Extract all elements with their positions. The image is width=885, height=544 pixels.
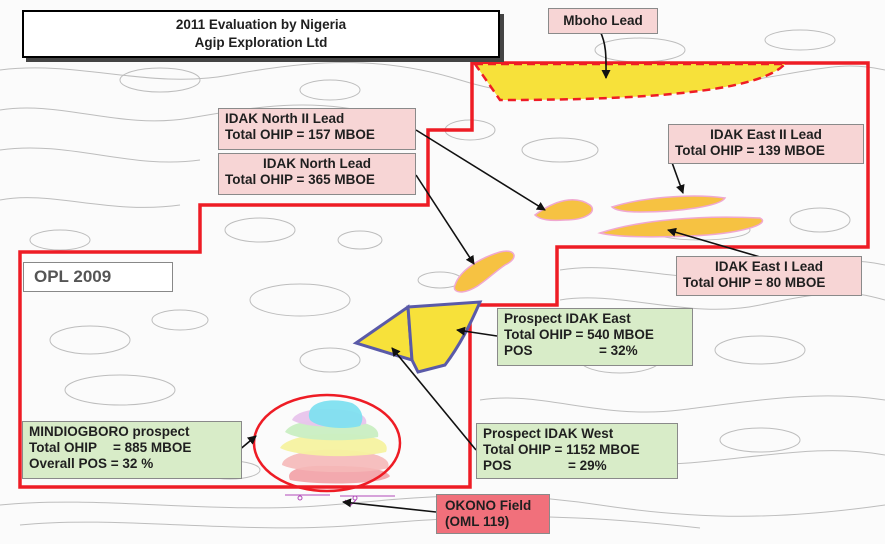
mindiogboro-prospect-name: MINDIOGBORO prospect (29, 424, 190, 439)
prospect-idak-west-area (352, 304, 414, 363)
idak-east-1-lead-label: IDAK East I Lead Total OHIP = 80 MBOE (676, 256, 862, 296)
idak-north-2-lead-ohip: Total OHIP = 157 MBOE (225, 127, 375, 142)
prospect-idak-west-pos-label: POS (483, 458, 512, 473)
opl-block-boundary (18, 61, 870, 489)
mboho-lead-name: Mboho Lead (563, 13, 643, 28)
map-title-line-1: 2011 Evaluation by Nigeria (175, 17, 347, 32)
idak-east-1-lead-name: IDAK East I Lead (714, 259, 824, 274)
idak-north-2-lead-label: IDAK North II Lead Total OHIP = 157 MBOE (218, 108, 416, 150)
okono-field-label: OKONO Field (OML 119) (436, 494, 550, 534)
mindiogboro-ohip-label: Total OHIP (29, 440, 98, 455)
mboho-lead-label: Mboho Lead (548, 8, 658, 34)
prospect-idak-east-ohip: Total OHIP = 540 MBOE (504, 327, 654, 342)
prospect-idak-east-area (406, 300, 483, 374)
idak-east-2-lead-name: IDAK East II Lead (710, 127, 822, 142)
pointer-arrows (237, 30, 761, 513)
prospect-idak-east-name: Prospect IDAK East (504, 311, 631, 326)
prospect-idak-west-label: Prospect IDAK West Total OHIP = 1152 MBO… (476, 423, 678, 479)
prospect-idak-east-pos-label: POS (504, 343, 533, 358)
prospect-idak-west-pos-value: = 29% (568, 458, 607, 473)
idak-east-2-lead-area (610, 195, 727, 213)
idak-east-1-lead-ohip: Total OHIP = 80 MBOE (683, 275, 826, 290)
idak-east-2-lead-label: IDAK East II Lead Total OHIP = 139 MBOE (668, 124, 864, 164)
prospect-idak-west-name: Prospect IDAK West (483, 426, 614, 441)
mboho-lead-area (472, 62, 788, 102)
idak-north-2-lead-name: IDAK North II Lead (225, 111, 345, 126)
map-title-line-2: Agip Exploration Ltd (194, 35, 328, 50)
okono-field-licence: (OML 119) (445, 514, 510, 529)
idak-north-2-lead-area (533, 199, 594, 222)
mindiogboro-pos: Overall POS = 32 % (29, 456, 154, 471)
idak-east-1-lead-area (597, 216, 764, 238)
opl-block-label: OPL 2009 (23, 262, 173, 292)
prospect-idak-west-ohip: Total OHIP = 1152 MBOE (483, 442, 640, 457)
idak-east-2-lead-ohip: Total OHIP = 139 MBOE (675, 143, 825, 158)
idak-north-lead-label: IDAK North Lead Total OHIP = 365 MBOE (218, 153, 416, 195)
idak-north-lead-ohip: Total OHIP = 365 MBOE (225, 172, 375, 187)
mindiogboro-ohip-value: = 885 MBOE (113, 440, 192, 455)
okono-field-name: OKONO Field (445, 498, 532, 513)
mindiogboro-prospect-area (280, 400, 390, 484)
idak-north-lead-name: IDAK North Lead (263, 156, 371, 171)
idak-north-lead-area (453, 250, 515, 293)
map-title-box: 2011 Evaluation by Nigeria Agip Explorat… (22, 10, 500, 58)
prospect-idak-east-pos-value: = 32% (599, 343, 638, 358)
prospect-idak-east-label: Prospect IDAK East Total OHIP = 540 MBOE… (497, 308, 693, 366)
mindiogboro-prospect-label: MINDIOGBORO prospect Total OHIP = 885 MBO… (22, 421, 242, 479)
